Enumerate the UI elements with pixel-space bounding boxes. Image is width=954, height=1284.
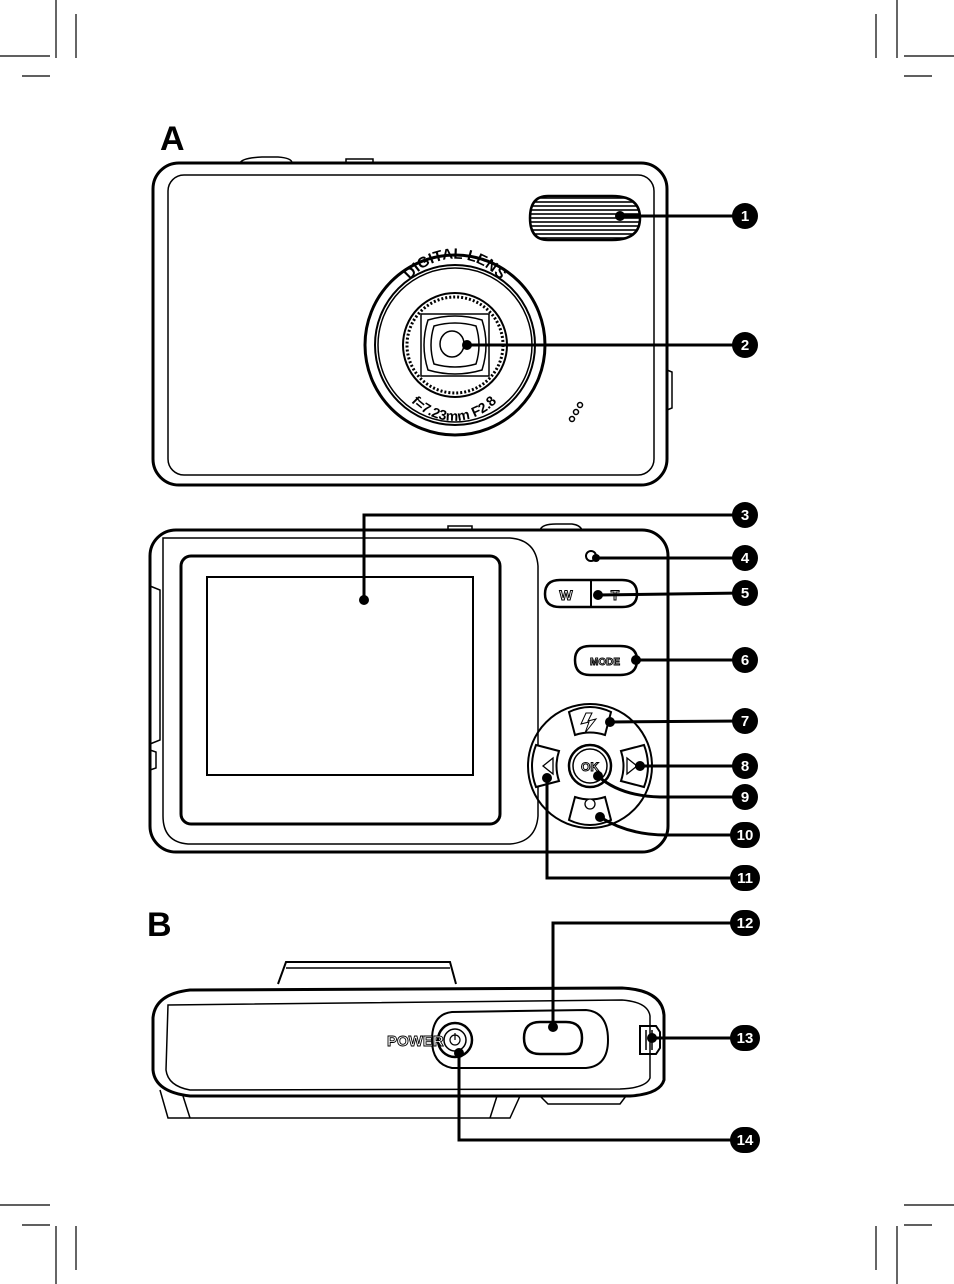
mode-button[interactable]: MODE — [573, 644, 639, 677]
callout-4: 4 — [732, 545, 758, 571]
camera-top-view: POWER — [151, 961, 666, 1119]
lens: DIGITAL LENS f=7.23mm F2.8 — [363, 246, 547, 437]
svg-text:5: 5 — [741, 585, 749, 602]
callout-13: 13 — [730, 1025, 760, 1051]
svg-text:9: 9 — [741, 789, 749, 806]
power-label: POWER — [387, 1033, 444, 1050]
callout-lines — [362, 214, 744, 1142]
microphone-holes — [568, 401, 584, 423]
callout-7: 7 — [732, 708, 758, 734]
lcd-screen — [206, 576, 474, 776]
callout-8: 8 — [732, 753, 758, 779]
callout-14: 14 — [730, 1127, 760, 1153]
lcd-frame — [179, 554, 502, 826]
svg-text:7: 7 — [741, 713, 749, 730]
ok-button-label: OK — [581, 760, 599, 774]
svg-text:1: 1 — [741, 208, 749, 225]
svg-text:11: 11 — [737, 870, 753, 887]
left-arrow-icon — [541, 756, 554, 776]
callout-2: 2 — [732, 332, 758, 358]
callout-anchor-dots — [359, 211, 657, 1058]
callout-12: 12 — [730, 910, 760, 936]
shutter-button[interactable] — [522, 1020, 584, 1056]
svg-text:14: 14 — [737, 1132, 754, 1149]
self-timer-icon — [584, 798, 596, 810]
svg-text:12: 12 — [737, 915, 754, 932]
svg-text:3: 3 — [741, 507, 749, 524]
navigation-pad[interactable]: OK — [527, 703, 653, 829]
svg-text:4: 4 — [741, 550, 750, 567]
svg-text:8: 8 — [741, 758, 749, 775]
callout-badges: 1 2 3 4 5 6 7 8 9 10 11 12 13 14 — [730, 203, 760, 1153]
section-b-label: B — [147, 906, 172, 944]
callout-3: 3 — [732, 502, 758, 528]
section-a-label: A — [160, 120, 185, 158]
zoom-wide-button[interactable]: W — [559, 587, 574, 604]
svg-text:2: 2 — [741, 337, 749, 354]
flash-window — [528, 194, 642, 242]
power-button[interactable] — [436, 1021, 474, 1059]
callout-6: 6 — [732, 647, 758, 673]
flash-icon — [580, 712, 598, 734]
callout-9: 9 — [732, 784, 758, 810]
callout-1: 1 — [732, 203, 758, 229]
right-arrow-icon — [626, 756, 639, 776]
camera-back-view: W T MODE OK — [148, 523, 670, 854]
svg-text:10: 10 — [737, 827, 754, 844]
callout-11: 11 — [730, 865, 760, 891]
camera-front-view: DIGITAL LENS f=7.23mm F2.8 — [151, 156, 673, 487]
callout-10: 10 — [730, 822, 760, 848]
callout-5: 5 — [732, 580, 758, 606]
svg-text:13: 13 — [737, 1030, 754, 1047]
svg-text:6: 6 — [741, 652, 749, 669]
mode-button-label: MODE — [590, 657, 620, 668]
